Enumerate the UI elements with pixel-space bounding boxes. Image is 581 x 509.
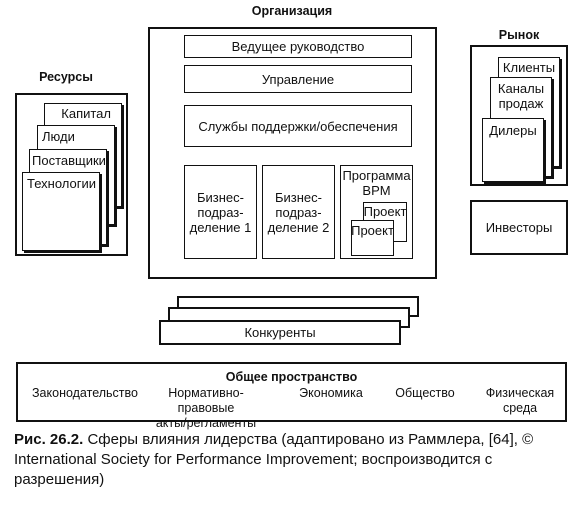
bpm-program-label: Программа BPM [342, 168, 411, 198]
common-space-society: Общество [395, 386, 455, 400]
resources-box: Капитал Люди Поставщики Технологии [15, 93, 128, 256]
market-dealers-card: Дилеры [482, 118, 544, 182]
common-space-economy: Экономика [299, 386, 363, 400]
common-space-regulations: Нормативно-правовые акты/регламенты [155, 386, 257, 430]
resources-title: Ресурсы [39, 70, 93, 84]
management-box: Управление [184, 65, 412, 93]
figure-caption-label: Рис. 26.2. [14, 431, 84, 448]
common-space-box: Общее пространство Законодательство Норм… [16, 362, 567, 430]
investors-box: Инвесторы [470, 200, 568, 255]
common-space-physical-environment: Физическая среда [485, 386, 555, 415]
bpm-program-box: Программа BPM Проект Проект [340, 165, 413, 259]
competitors-box: Конкуренты [159, 320, 401, 345]
market-title: Рынок [498, 28, 540, 42]
market-box: Клиенты Каналы продаж Дилеры [470, 45, 568, 186]
business-unit-1-box: Бизнес- подраз- деление 1 [184, 165, 257, 259]
support-services-box: Службы поддержки/обеспечения [184, 105, 412, 147]
leadership-box: Ведущее руководство [184, 35, 412, 58]
business-unit-2-box: Бизнес- подраз- деление 2 [262, 165, 335, 259]
common-space-title: Общее пространство [225, 370, 358, 384]
figure-caption: Рис. 26.2. Сферы влияния лидерства (адап… [14, 430, 574, 490]
organization-title: Организация [251, 4, 333, 18]
organization-box: Ведущее руководство Управление Службы по… [148, 27, 437, 279]
common-space-legislation: Законодательство [32, 386, 138, 400]
figure-caption-text: Сферы влияния лидерства (адаптировано из… [14, 431, 534, 488]
project-box-front: Проект [351, 220, 394, 256]
resource-technologies-card: Технологии [22, 172, 100, 251]
